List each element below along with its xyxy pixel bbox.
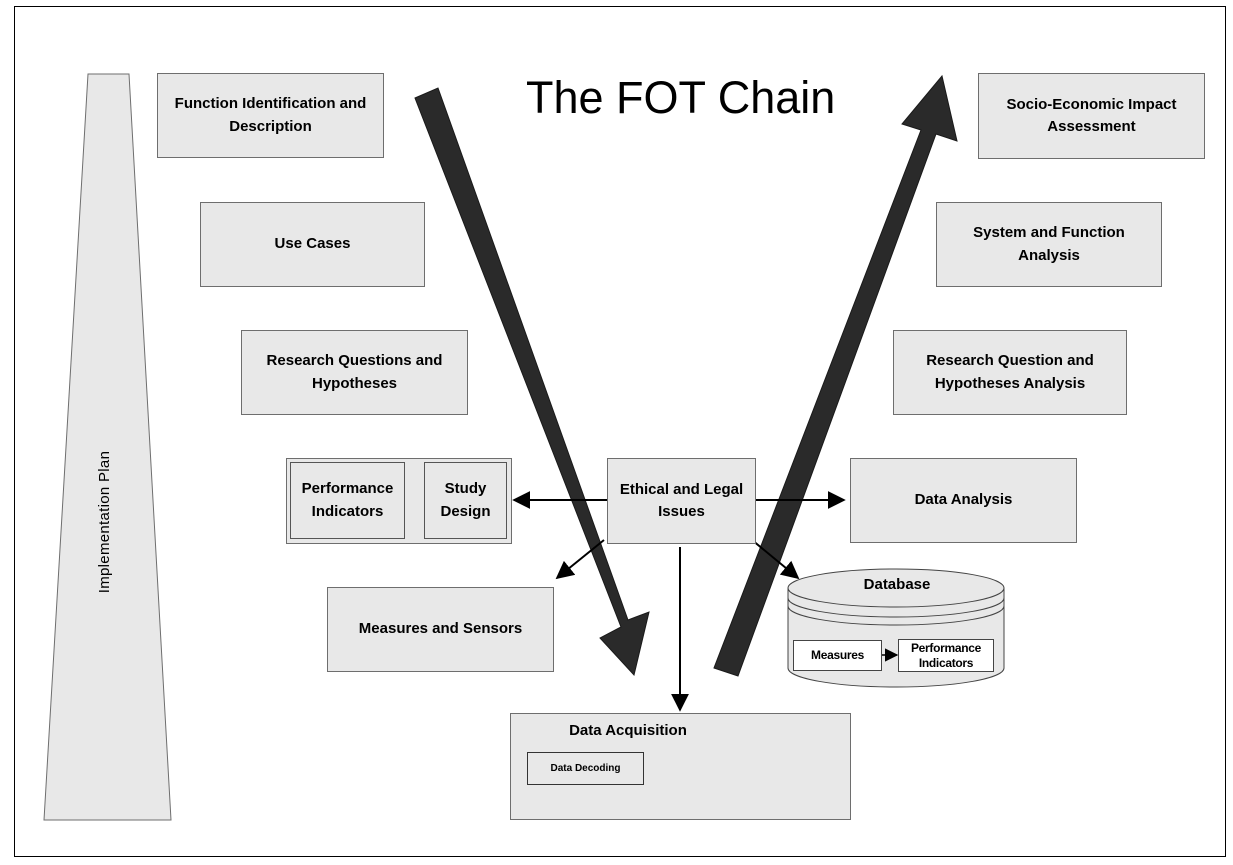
database-measures-box: Measures <box>793 640 882 671</box>
socio-economic-box: Socio-Economic Impact Assessment <box>978 73 1205 159</box>
diagram-title: The FOT Chain <box>526 72 836 123</box>
data-acquisition-title: Data Acquisition <box>569 722 687 739</box>
study-design-box: Study Design <box>424 462 507 539</box>
measures-sensors-box: Measures and Sensors <box>327 587 554 672</box>
database-performance-indicators-box: Performance Indicators <box>898 639 994 672</box>
function-identification-box: Function Identification and Description <box>157 73 384 158</box>
data-decoding-box: Data Decoding <box>527 752 644 785</box>
research-questions-box: Research Questions and Hypotheses <box>241 330 468 415</box>
performance-indicators-box: Performance Indicators <box>290 462 405 539</box>
implementation-plan-label: Implementation Plan <box>96 450 113 594</box>
arrow-to-database <box>751 539 800 580</box>
data-analysis-box: Data Analysis <box>850 458 1077 543</box>
research-question-analysis-box: Research Question and Hypotheses Analysi… <box>893 330 1127 415</box>
descending-chain-arrow <box>414 87 650 677</box>
implementation-plan-shape <box>43 73 172 821</box>
ethical-legal-box: Ethical and Legal Issues <box>607 458 756 544</box>
database-label: Database <box>863 576 931 593</box>
system-function-analysis-box: System and Function Analysis <box>936 202 1162 287</box>
use-cases-box: Use Cases <box>200 202 425 287</box>
arrow-to-measures-sensors <box>555 539 605 580</box>
ascending-chain-arrow <box>713 74 958 677</box>
